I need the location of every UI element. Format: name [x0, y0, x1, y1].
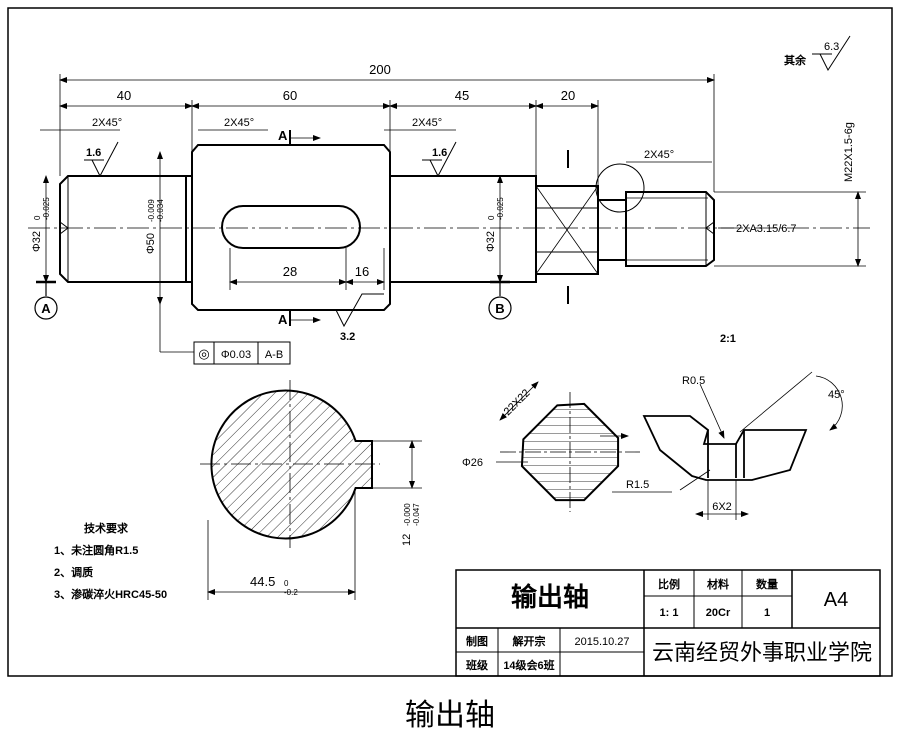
tech-item-1: 1、未注圆角R1.5: [54, 543, 138, 557]
chamfer-mid: 2X45°: [224, 117, 254, 129]
tolerance-frame: [193, 341, 291, 365]
rough-16-left: 1.6: [86, 147, 101, 159]
detail-scale: 2:1: [720, 333, 736, 345]
datum-symbols: [34, 280, 512, 320]
angle-45: 45°: [828, 389, 845, 401]
school-name: 云南经贸外事职业学院: [652, 640, 872, 665]
dia32-left-tol: 0-0.025: [33, 197, 51, 220]
tech-title: 技术要求: [84, 521, 129, 535]
dia-26: Φ26: [462, 457, 483, 469]
tech-item-3: 3、渗碳淬火HRC45-50: [54, 587, 167, 601]
chamfer-thread: 2X45°: [644, 149, 674, 161]
dim-45: 45: [455, 88, 469, 103]
tech-item-2: 2、调质: [54, 565, 93, 579]
rough-other-label: 其余: [784, 53, 807, 67]
dim-28: 28: [283, 264, 297, 279]
drawn-name: 解开宗: [513, 634, 546, 648]
dim-200: 200: [369, 62, 391, 77]
part-name: 输出轴: [511, 582, 589, 612]
rough-32: 3.2: [340, 331, 355, 343]
dim-40: 40: [117, 88, 131, 103]
dia32-right: Φ32: [485, 231, 497, 252]
qty-label: 数量: [756, 577, 778, 591]
figure-caption: 输出轴: [405, 698, 495, 733]
material-value: 20Cr: [706, 607, 731, 619]
class-label: 班级: [466, 658, 489, 672]
square-section: [496, 381, 640, 512]
section-label-top: A: [278, 128, 288, 143]
drawing-border: [7, 7, 893, 677]
dia50: Φ50: [145, 233, 157, 254]
section-width-tol: 0-0.2: [284, 579, 298, 597]
dimension-lines: [40, 74, 866, 353]
dia50-tol: -0.009-0.034: [147, 199, 165, 222]
shaft-main-view: [28, 144, 870, 311]
center-hole: 2XA3.15/6.7: [736, 223, 797, 235]
dia32-left: Φ32: [31, 231, 43, 252]
tolerance-symbol: ◎: [198, 346, 209, 361]
qty-value: 1: [764, 607, 770, 619]
datum-b: B: [495, 301, 504, 316]
groove: 6X2: [712, 501, 732, 513]
class-value: 14级会6班: [503, 658, 554, 672]
dim-20: 20: [561, 88, 575, 103]
chamfer-left: 2X45°: [92, 117, 122, 129]
tolerance-value: Φ0.03: [221, 349, 251, 361]
dim-60: 60: [283, 88, 297, 103]
r15: R1.5: [626, 479, 649, 491]
keyway-depth: 12: [401, 534, 413, 546]
title-block: [455, 569, 881, 677]
rough-other-value: 6.3: [824, 41, 839, 53]
material-label: 材料: [707, 577, 729, 591]
keyway-depth-tol: -0.000-0.047: [403, 503, 421, 526]
rough-16-right: 1.6: [432, 147, 447, 159]
section-label-bottom: A: [278, 312, 288, 327]
dim-16: 16: [355, 264, 369, 279]
sheet-size: A4: [824, 589, 848, 611]
square-22: 22X22: [502, 387, 533, 418]
chamfer-right: 2X45°: [412, 117, 442, 129]
drawn-date: 2015.10.27: [574, 636, 629, 648]
tolerance-ref: A-B: [265, 349, 283, 361]
section-view: [200, 380, 422, 600]
scale-value: 1: 1: [660, 607, 679, 619]
r05: R0.5: [682, 375, 705, 387]
scale-label: 比例: [658, 577, 680, 591]
thread-spec: M22X1.5-6g: [843, 122, 855, 182]
groove-detail: [612, 371, 843, 520]
drawn-label: 制图: [466, 634, 488, 648]
roughness-symbols: [84, 35, 851, 328]
section-width: 44.5: [250, 574, 275, 589]
dia32-right-tol: 0-0.025: [487, 197, 505, 220]
datum-a: A: [41, 301, 51, 316]
